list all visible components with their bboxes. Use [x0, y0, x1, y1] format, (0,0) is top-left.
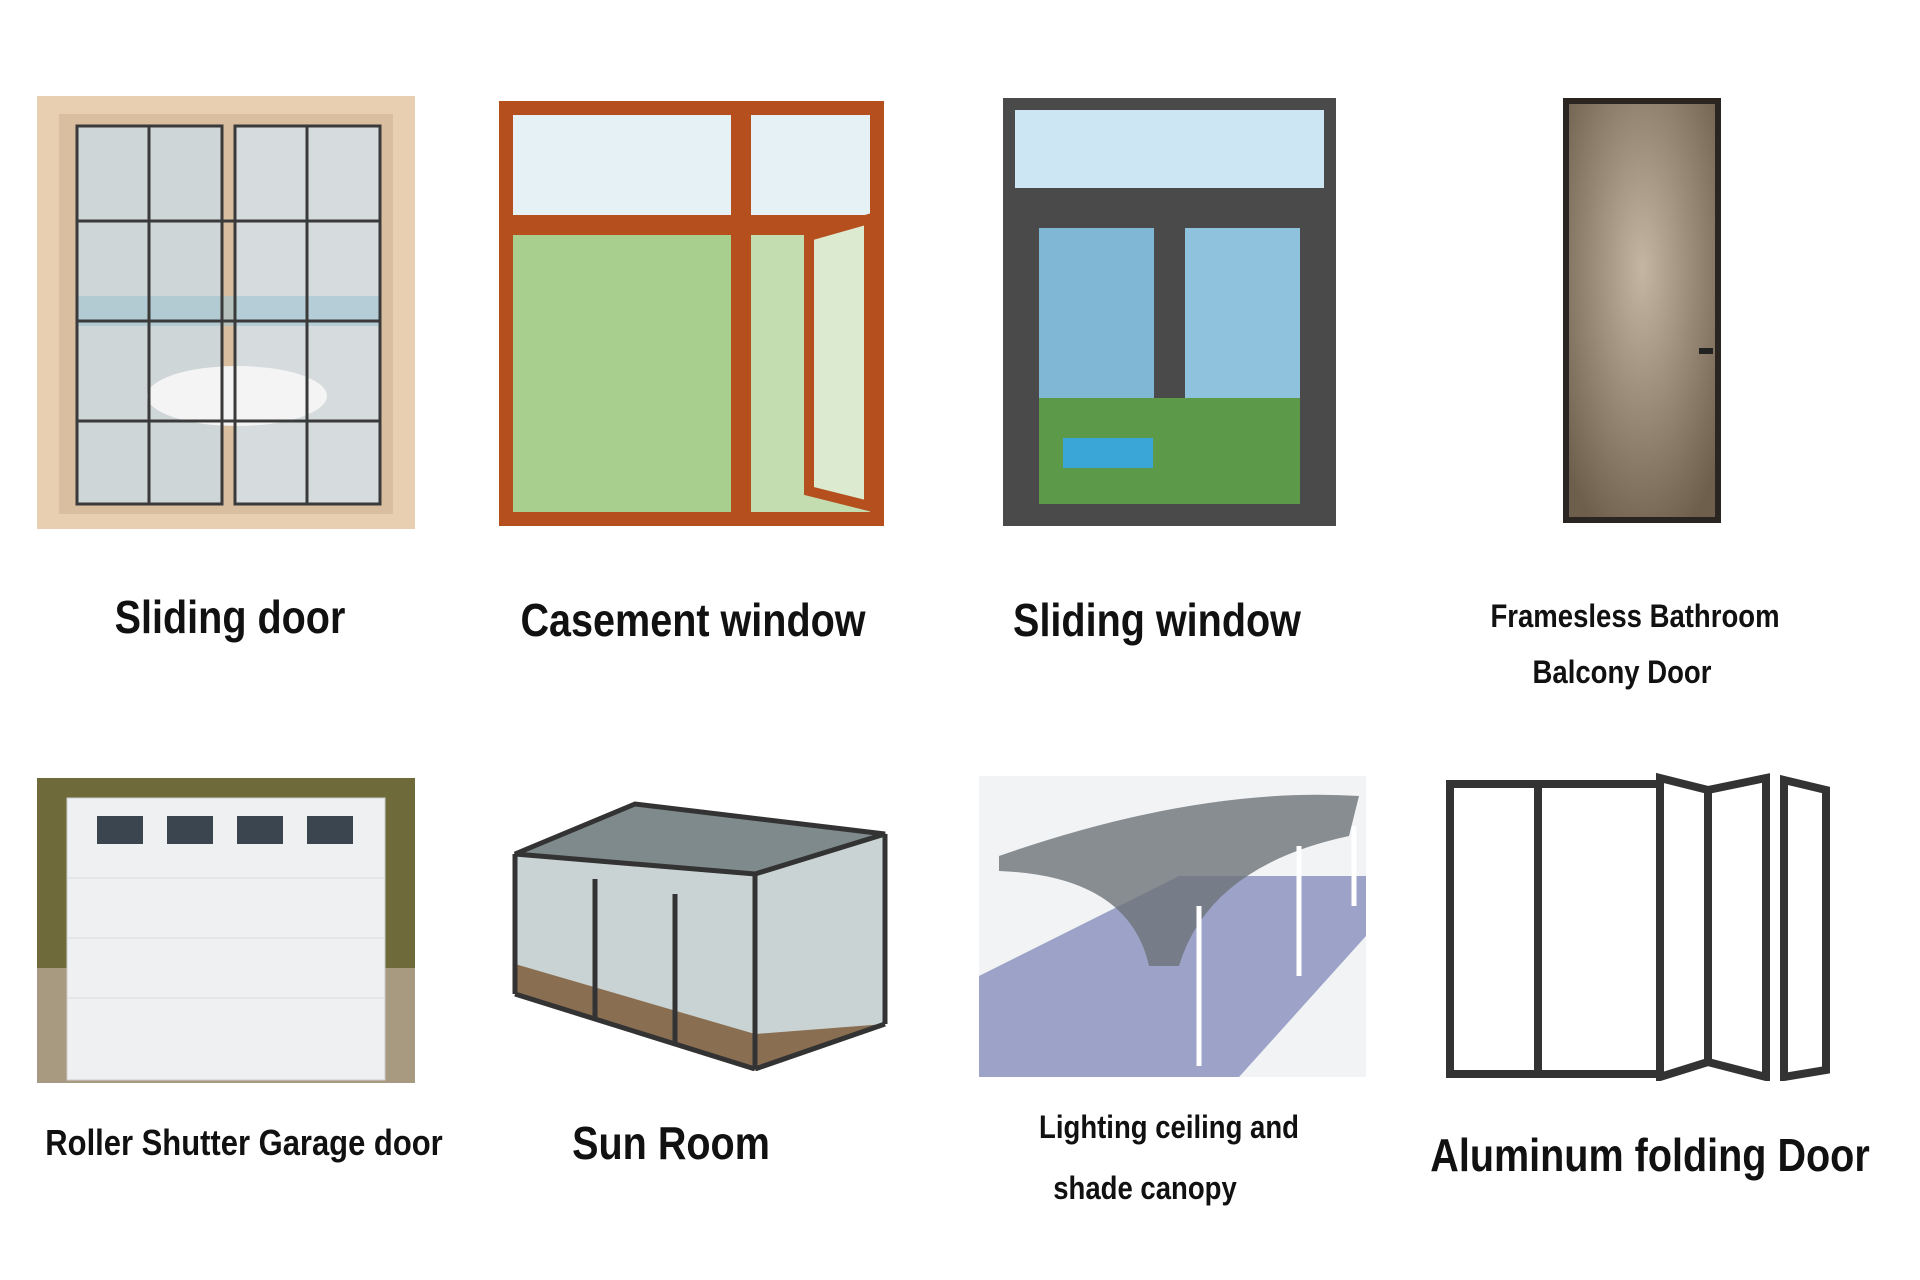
garage-door-image — [37, 778, 415, 1083]
label-sun-room: Sun Room — [572, 1117, 770, 1169]
frameless-door-image — [1563, 98, 1721, 523]
label-folding-door: Aluminum folding Door — [1430, 1129, 1870, 1181]
label-frameless-door-line1: Framesless Bathroom — [1490, 598, 1780, 634]
label-sliding-window: Sliding window — [1013, 594, 1301, 646]
sun-room-image — [505, 794, 892, 1071]
label-garage-door: Roller Shutter Garage door — [45, 1122, 443, 1163]
canopy-image — [979, 776, 1366, 1077]
label-sliding-door: Sliding door — [114, 591, 346, 643]
folding-door-image — [1446, 772, 1834, 1081]
label-canopy-line1: Lighting ceiling and — [1039, 1109, 1299, 1145]
label-casement-window: Casement window — [520, 594, 866, 646]
sliding-door-image — [37, 96, 415, 529]
label-canopy-line2: shade canopy — [1053, 1170, 1237, 1206]
label-frameless-door-line2: Balcony Door — [1532, 654, 1712, 690]
sliding-window-image — [1003, 98, 1336, 526]
casement-window-image — [499, 101, 884, 526]
